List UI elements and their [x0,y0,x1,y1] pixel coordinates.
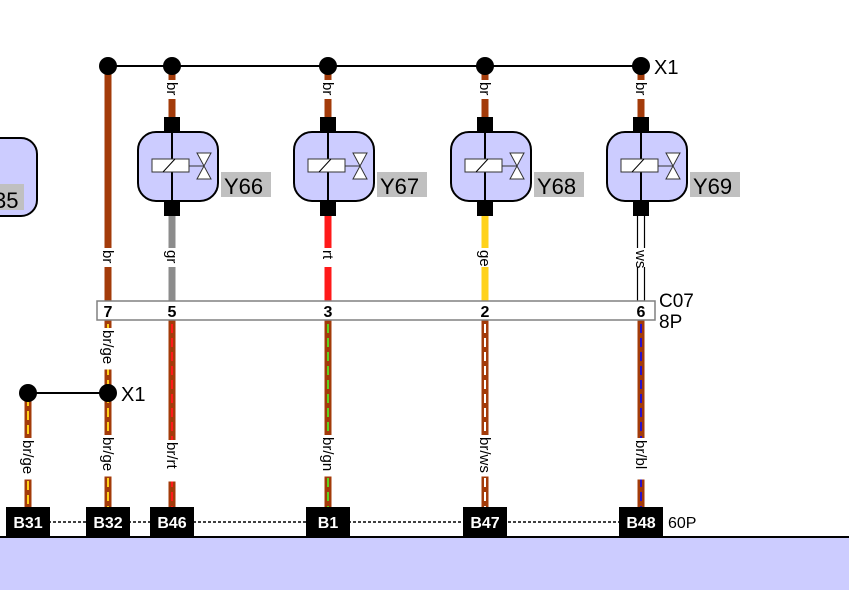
module-pin-label: B48 [626,515,655,532]
splice-node [99,384,117,402]
coil-icon [620,158,673,173]
solenoid-valve-y69[interactable]: Y69 [606,117,740,216]
wire-y68-output-label: ge [476,250,493,267]
module-pin-b31[interactable]: B31 [6,507,50,536]
module-pin-label: B46 [157,515,186,532]
wire-b1-label: br/gn [319,437,336,471]
coil-icon [307,158,360,173]
wire-b31-label: br/ge [19,440,36,474]
splice-node [319,57,337,75]
connector-c07[interactable] [96,300,656,321]
valve-label: Y67 [380,174,419,199]
solenoid-valve-y66[interactable]: Y66 [137,117,271,216]
wire-b32[interactable]: br/ge br/ge [99,320,116,512]
wire-b46-label: br/rt [163,442,180,470]
coil-icon [151,158,204,173]
control-module-body[interactable] [0,537,849,590]
wire-b47-label: br/ws [476,437,493,473]
wire-y68-supply-label: br [476,82,493,95]
valve-icon [665,152,681,180]
wire-y69-output-label: ws [632,249,649,268]
module-pin-b32[interactable]: B32 [86,507,130,536]
splice-node [99,57,117,75]
coil-icon [464,158,517,173]
splice-node [19,384,37,402]
wire-b32-label-2: br/ge [99,437,116,471]
valve-icon [509,152,525,180]
wire-b48-label: br/bl [632,440,649,469]
module-pin-label: B32 [93,515,122,532]
wire-b1[interactable]: br/gn [319,320,336,512]
wire-y67-output-label: rt [319,250,336,260]
wire-y66-supply[interactable]: br [163,66,180,122]
module-pin-b1[interactable]: B1 [306,507,350,536]
connector-c07-pin-5: 5 [168,304,177,321]
wire-y69-output[interactable]: ws [632,211,649,302]
partial-component[interactable]: 35 [0,137,38,217]
wire-y67-output[interactable]: rt [319,212,336,301]
wire-b32-label: br/ge [99,330,116,364]
module-pin-label: B1 [318,515,339,532]
wire-b46[interactable]: br/rt [163,320,180,512]
valve-label: Y68 [537,174,576,199]
splice-bottom-label: X1 [121,384,145,406]
valve-icon [352,152,368,180]
wire-b47[interactable]: br/ws [476,320,493,512]
module-pin-b46[interactable]: B46 [150,507,194,536]
wire-y66-output-label: gr [163,250,180,263]
partial-component-label: 35 [0,188,18,213]
splice-top-label: X1 [654,57,678,79]
valve-label: Y69 [693,174,732,199]
wire-y67-supply-label: br [319,82,336,95]
module-pin-label: B47 [470,515,499,532]
valve-icon [196,152,212,180]
wire-y68-output[interactable]: ge [476,212,493,301]
wire-c07-pin7-upper[interactable]: br [99,66,116,301]
wire-y67-supply[interactable]: br [319,66,336,122]
wire-y68-supply[interactable]: br [476,66,493,122]
solenoid-valve-y68[interactable]: Y68 [450,117,584,216]
module-pin-b47[interactable]: B47 [463,507,507,536]
connector-c07-pin-6: 6 [637,304,646,321]
splice-node [163,57,181,75]
wire-b48[interactable]: br/bl [632,320,649,512]
connector-c07-name: C07 [659,291,694,312]
wire-b31[interactable]: br/ge [19,393,36,512]
connector-c07-pin-2: 2 [481,304,490,321]
splice-node [632,57,650,75]
module-pin-label: B31 [13,515,42,532]
module-connector-pins-label: 60P [668,515,696,532]
solenoid-valve-y67[interactable]: Y67 [293,117,427,216]
connector-c07-pins-label: 8P [659,312,682,333]
valve-label: Y66 [224,174,263,199]
wire-y66-output[interactable]: gr [163,212,180,301]
module-pin-b48[interactable]: B48 [619,507,663,536]
wire-y69-supply[interactable]: br [632,66,649,122]
wire-y69-supply-label: br [632,82,649,95]
wire-c07-pin7-upper-label: br [99,250,116,263]
connector-c07-pin-7: 7 [104,304,113,321]
connector-c07-pin-3: 3 [324,304,333,321]
splice-node [476,57,494,75]
wire-y66-supply-label: br [163,82,180,95]
